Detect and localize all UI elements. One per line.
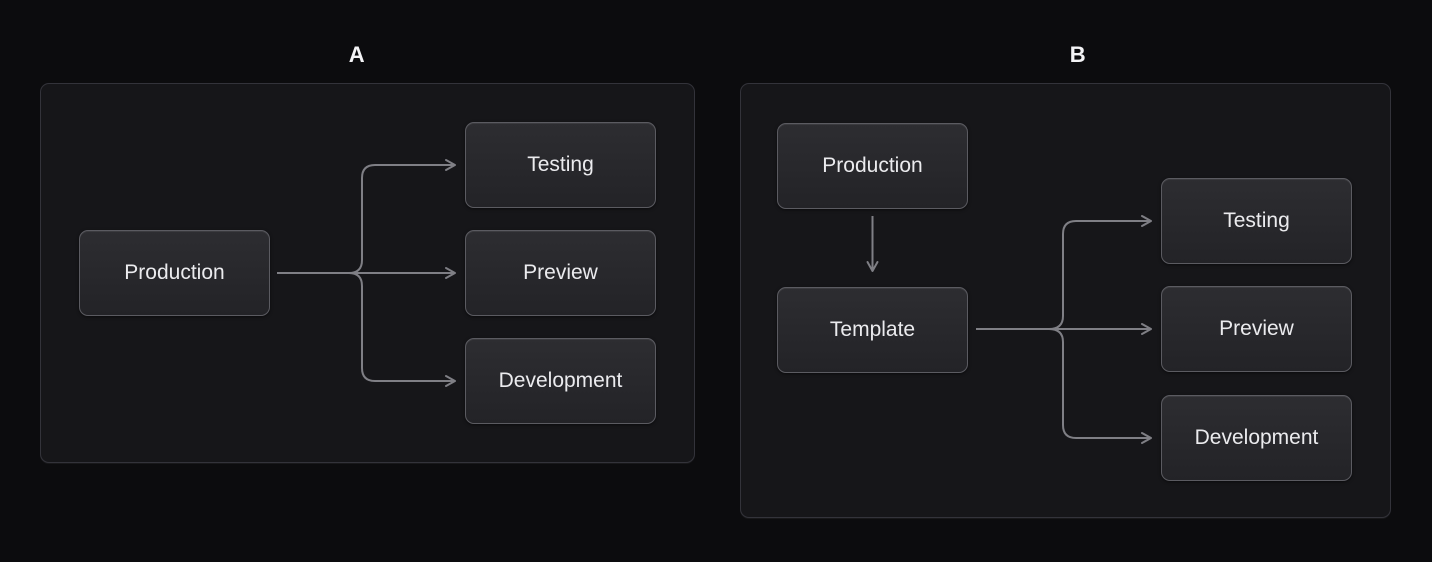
node-b-preview: Preview [1161,286,1352,372]
node-a-testing: Testing [465,122,656,208]
node-b-testing: Testing [1161,178,1352,264]
figure-a-label: A [348,42,366,67]
node-a-production: Production [79,230,270,316]
node-b-development: Development [1161,395,1352,481]
figure-b-label: B [1069,42,1087,67]
node-b-template: Template [777,287,968,373]
node-a-development: Development [465,338,656,424]
node-b-production: Production [777,123,968,209]
node-a-preview: Preview [465,230,656,316]
